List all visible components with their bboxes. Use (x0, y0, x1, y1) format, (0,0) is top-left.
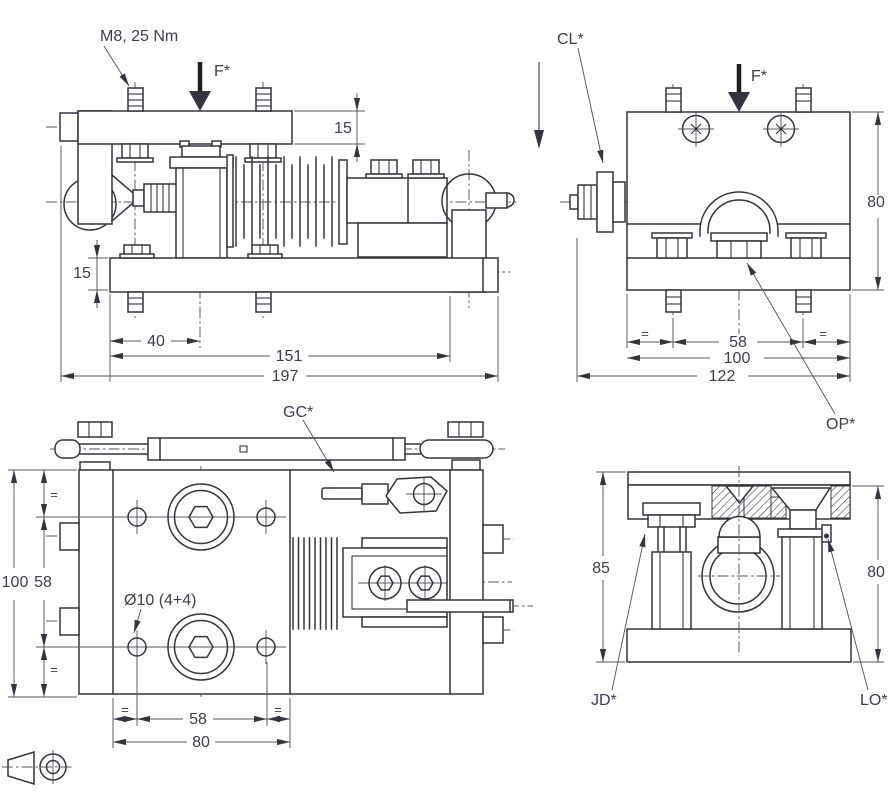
right-lug-bottom (482, 616, 504, 644)
front-screw-hole-left (678, 111, 714, 147)
dim-58-front: 58 (729, 334, 747, 351)
torque-leader (103, 45, 130, 87)
block-bolt-right (407, 159, 445, 179)
side-view-dimensions (60, 93, 499, 382)
front-body (626, 87, 851, 313)
cable-gland (321, 476, 448, 514)
dim-85: 85 (592, 560, 610, 577)
stud-bottom-left (127, 291, 144, 313)
front-bolt-left (651, 232, 693, 259)
tie-rod (54, 421, 494, 473)
force-arrow-front (728, 64, 750, 112)
side-view-texts: M8, 25 Nm F* 15 15 40 151 197 (73, 28, 352, 385)
rod-bolt-right (447, 421, 484, 471)
front-screw-hole-right (763, 111, 799, 147)
dim-58-vertical: 58 (34, 574, 52, 591)
jd-leader (611, 533, 646, 691)
section-centerlines (698, 466, 780, 656)
block-bolt-left (365, 159, 403, 179)
front-stud-bottom-left (665, 289, 682, 313)
front-stud-top-right (795, 87, 812, 113)
dim-122: 122 (709, 368, 736, 385)
rocker-dome (699, 191, 779, 259)
dim-40: 40 (147, 333, 165, 350)
thread-adapter (143, 183, 178, 213)
section-texts: 85 80 JD* LO* (591, 560, 888, 709)
front-view: CL* F* 80 = 58 = 100 122 OP* (534, 31, 885, 433)
stud-top-left (127, 87, 144, 112)
right-lug-top (482, 524, 504, 554)
front-view-dimensions (576, 111, 884, 382)
lateral-rod (406, 599, 514, 613)
junction-bracket-top (342, 537, 514, 628)
front-view-texts: CL* F* 80 = 58 = 100 122 OP* (557, 31, 885, 433)
base-bolt-right (247, 244, 283, 259)
lo-leader (827, 538, 869, 691)
gland-leader (302, 419, 335, 473)
boss-bottom (167, 613, 235, 681)
stud-bottom-right (255, 291, 272, 313)
dim-151: 151 (276, 348, 303, 365)
left-lug-top (59, 522, 80, 551)
mounting-holes (36, 483, 286, 681)
projection-symbol (2, 750, 72, 786)
holes-label: Ø10 (4+4) (124, 592, 196, 609)
dim-58-horizontal: 58 (189, 711, 207, 728)
stud-top-right (255, 87, 272, 112)
base-bolt-left (119, 244, 155, 259)
eq-v-top: = (50, 487, 58, 502)
base-plate (109, 244, 499, 313)
left-support-column (642, 502, 701, 630)
gland-label: GC* (283, 404, 313, 421)
eq-h-left: = (121, 702, 129, 717)
bellows (226, 154, 348, 248)
eq-v-bottom: = (50, 662, 58, 677)
side-view: M8, 25 Nm F* 15 15 40 151 197 (46, 28, 516, 385)
torque-label: M8, 25 Nm (100, 28, 178, 45)
top-view: GC* Ø10 (4+4) 100 58 = = = 58 = 80 (2, 404, 533, 786)
rod-bolt-left (77, 421, 113, 473)
top-view-dimensions (8, 469, 291, 748)
direction-arrow (534, 62, 544, 149)
clamp-leader (577, 47, 604, 164)
section-dimensions (596, 471, 884, 663)
jd-label: JD* (591, 692, 617, 709)
top-plate (77, 87, 293, 163)
force-label-front: F* (751, 68, 767, 85)
front-bolt-right (785, 232, 827, 259)
eq-h-right: = (274, 702, 282, 717)
top-view-texts: GC* Ø10 (4+4) 100 58 = = = 58 = 80 (2, 404, 314, 751)
right-support-column (770, 487, 832, 630)
dim-100-top: 100 (2, 574, 29, 591)
junction-block (346, 159, 448, 258)
bolt-under-plate-right (244, 143, 282, 163)
boss-top (167, 483, 235, 551)
holes-leader (133, 608, 142, 634)
section-view: 85 80 JD* LO* (591, 466, 888, 709)
dim-80-section: 80 (867, 564, 885, 581)
dim-15-base: 15 (73, 265, 91, 282)
dim-197: 197 (272, 368, 299, 385)
clamp-assembly (569, 171, 626, 233)
lo-label: LO* (860, 692, 888, 709)
dim-80-front: 80 (867, 194, 885, 211)
left-lug-bottom (59, 607, 80, 636)
load-cell (169, 140, 234, 259)
dim-80-top: 80 (192, 734, 210, 751)
front-stud-top-left (665, 87, 682, 113)
dim-15-plate: 15 (334, 120, 352, 137)
force-arrow-side (189, 62, 211, 111)
eq-right: = (819, 326, 827, 341)
eq-left: = (641, 326, 649, 341)
bellows-top-view (292, 537, 338, 630)
front-stud-bottom-right (795, 289, 812, 313)
force-label-side: F* (214, 63, 230, 80)
clamp-label: CL* (557, 31, 584, 48)
dim-100-front: 100 (724, 350, 751, 367)
op-leader (746, 262, 836, 415)
op-label: OP* (826, 416, 855, 433)
bolt-under-plate-left (116, 143, 154, 163)
load-pin-notch (724, 485, 755, 505)
